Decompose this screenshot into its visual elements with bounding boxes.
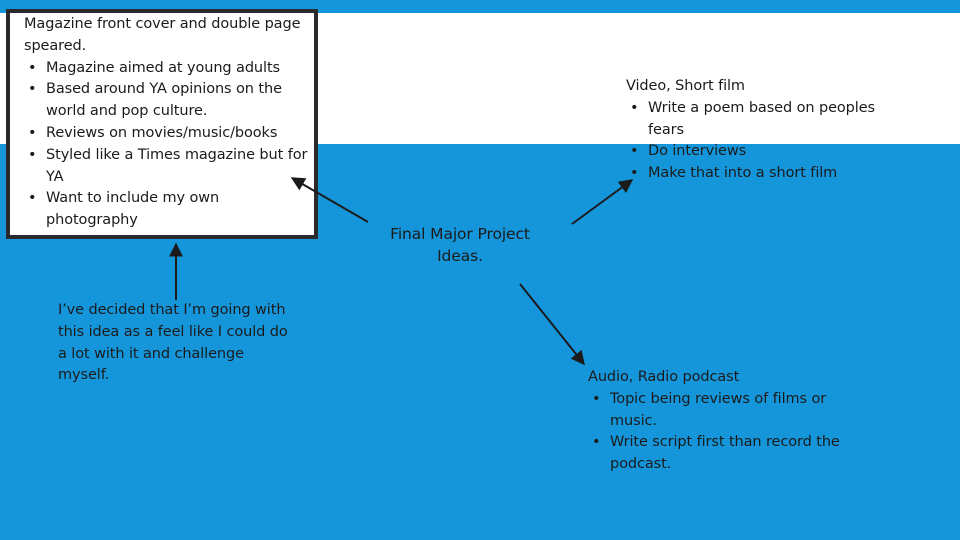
video-idea-text: Video, Short film Write a poem based on …	[626, 76, 896, 185]
audio-bullet-list: Topic being reviews of films or music. W…	[588, 389, 868, 476]
audio-bullet: Write script first than record the podca…	[588, 432, 868, 476]
magazine-idea-text: Magazine front cover and double page spe…	[24, 14, 314, 232]
arrow-to-audio	[519, 283, 585, 366]
audio-heading: Audio, Radio podcast	[588, 369, 740, 385]
magazine-bullet: Reviews on movies/music/books	[24, 123, 314, 145]
magazine-bullet: Want to include my own photography	[24, 188, 314, 232]
magazine-bullet: Based around YA opinions on the world an…	[24, 79, 314, 123]
magazine-bullet-list: Magazine aimed at young adults Based aro…	[24, 58, 314, 232]
video-heading: Video, Short film	[626, 78, 745, 94]
audio-bullet: Topic being reviews of films or music.	[588, 389, 868, 433]
audio-idea-text: Audio, Radio podcast Topic being reviews…	[588, 367, 868, 476]
decision-note: I’ve decided that I’m going with this id…	[58, 302, 288, 384]
video-bullet: Do interviews	[626, 141, 896, 163]
video-bullet: Make that into a short film	[626, 163, 896, 185]
magazine-heading: Magazine front cover and double page spe…	[24, 16, 301, 54]
video-bullet: Write a poem based on peoples fears	[626, 98, 896, 142]
video-bullet-list: Write a poem based on peoples fears Do i…	[626, 98, 896, 185]
magazine-bullet: Styled like a Times magazine but for YA	[24, 145, 314, 189]
arrow-to-magazine	[290, 177, 369, 223]
arrow-to-video	[571, 179, 634, 225]
magazine-bullet: Magazine aimed at young adults	[24, 58, 314, 80]
center-title: Final Major Project Ideas.	[390, 225, 530, 265]
